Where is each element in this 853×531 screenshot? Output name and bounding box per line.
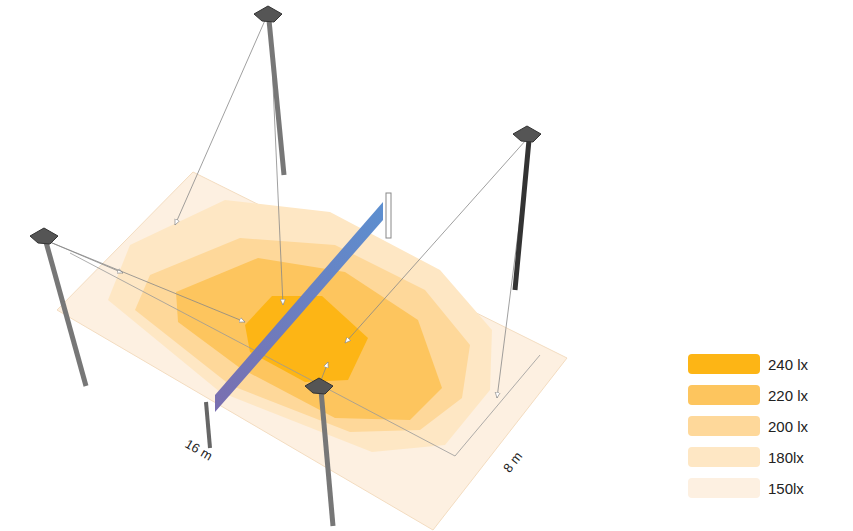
legend-item: 200 lx [688, 416, 808, 436]
legend-swatch [688, 385, 760, 405]
net [215, 202, 383, 412]
legend-swatch [688, 354, 760, 374]
contour-240 [245, 296, 368, 382]
aim-lines [45, 18, 530, 398]
dimension-label: 8 m [500, 449, 525, 475]
contour-200 [135, 238, 470, 432]
net-post [206, 402, 210, 448]
net-post [386, 193, 391, 238]
legend-item: 150lx [688, 478, 804, 498]
contour-150 [57, 172, 567, 530]
legend-text: 240 lx [768, 356, 808, 373]
dimension-label: 16 m [183, 436, 216, 463]
legend-item: 180lx [688, 447, 804, 467]
light-pole [515, 140, 529, 290]
floodlight [30, 6, 541, 394]
legend-item: 220 lx [688, 385, 808, 405]
legend-swatch [688, 447, 760, 467]
dimension-line [455, 355, 540, 456]
legend-item: 240 lx [688, 354, 808, 374]
legend-text: 180lx [768, 449, 804, 466]
light-pole [46, 242, 86, 386]
legend-text: 150lx [768, 480, 804, 497]
light-pole [321, 390, 333, 526]
legend-text: 220 lx [768, 387, 808, 404]
legend-swatch [688, 478, 760, 498]
legend-swatch [688, 416, 760, 436]
light-pole [269, 20, 284, 175]
legend-text: 200 lx [768, 418, 808, 435]
contour-180 [108, 200, 492, 452]
